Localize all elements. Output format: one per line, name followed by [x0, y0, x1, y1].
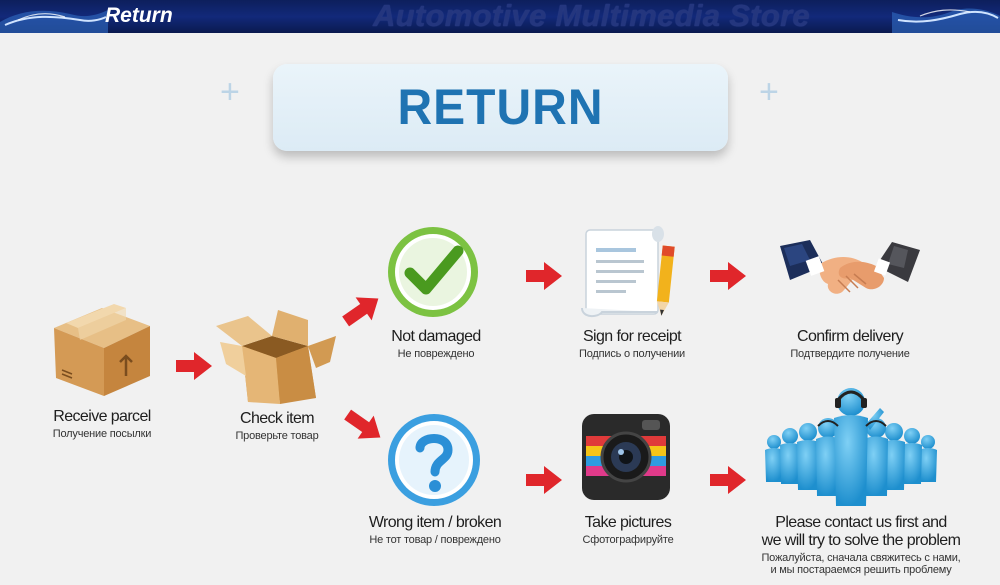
banner-title: Return	[105, 4, 173, 27]
open-box-icon	[216, 310, 336, 404]
not-damaged-text: Not damaged	[391, 328, 481, 345]
question-icon	[388, 414, 480, 506]
sign-receipt-text: Sign for receipt	[582, 328, 682, 345]
contact-us-label: Please contact us first and we will try …	[752, 514, 970, 576]
check-item-ru-text: Проверьте товар	[235, 430, 319, 442]
plus-decoration-icon: +	[220, 73, 240, 111]
check-icon	[388, 227, 478, 317]
plus-decoration-icon: +	[759, 73, 779, 111]
take-pictures-text: Take pictures	[584, 514, 672, 531]
sign-receipt-label: Sign for receipt Подпись о получении	[560, 328, 704, 360]
wave-decoration-icon	[892, 8, 1000, 33]
arrow-right-icon	[176, 352, 212, 380]
contact-us-text-line1: Please contact us first and	[775, 514, 947, 531]
wrong-item-ru-text: Не тот товар / повреждено	[369, 534, 501, 546]
confirm-delivery-label: Confirm delivery Подтвердите получение	[770, 328, 930, 360]
wave-decoration-icon	[0, 10, 108, 33]
arrow-right-icon	[526, 466, 562, 494]
wrong-item-text: Wrong item / broken	[368, 514, 502, 531]
return-heading-box: RETURN	[273, 64, 728, 151]
store-name: Automotive Multimedia Store	[373, 0, 810, 33]
take-pictures-ru-text: Сфотографируйте	[582, 534, 674, 546]
arrow-right-icon	[526, 262, 562, 290]
check-item-label: Check item Проверьте товар	[210, 410, 344, 442]
handshake-icon	[780, 240, 920, 294]
arrow-down-right-icon	[344, 409, 381, 439]
confirm-delivery-text: Confirm delivery	[797, 328, 904, 345]
camera-icon	[582, 414, 670, 500]
receipt-icon	[581, 226, 675, 318]
receive-parcel-label: Receive parcel Получение посылки	[40, 408, 164, 440]
support-team-icon	[765, 388, 937, 506]
receive-parcel-ru-text: Получение посылки	[52, 428, 152, 440]
not-damaged-ru-text: Не повреждено	[397, 348, 475, 360]
arrow-right-icon	[710, 262, 746, 290]
sign-receipt-ru-text: Подпись о получении	[579, 348, 685, 360]
contact-us-ru-line1: Пожалуйста, сначала свяжитесь с нами,	[761, 552, 961, 564]
contact-us-ru-line2: и мы постараемся решить проблему	[770, 564, 952, 576]
top-banner: Return Automotive Multimedia Store	[0, 0, 1000, 33]
check-item-text: Check item	[239, 410, 315, 427]
arrow-up-right-icon	[342, 297, 379, 327]
contact-us-text-line2: we will try to solve the problem	[761, 532, 961, 549]
wrong-item-label: Wrong item / broken Не тот товар / повре…	[350, 514, 520, 546]
arrow-right-icon	[710, 466, 746, 494]
confirm-delivery-ru-text: Подтвердите получение	[790, 348, 910, 360]
take-pictures-label: Take pictures Сфотографируйте	[560, 514, 696, 546]
not-damaged-label: Not damaged Не повреждено	[368, 328, 504, 360]
return-heading: RETURN	[397, 79, 604, 136]
receive-parcel-text: Receive parcel	[53, 408, 151, 425]
parcel-icon	[54, 304, 150, 396]
